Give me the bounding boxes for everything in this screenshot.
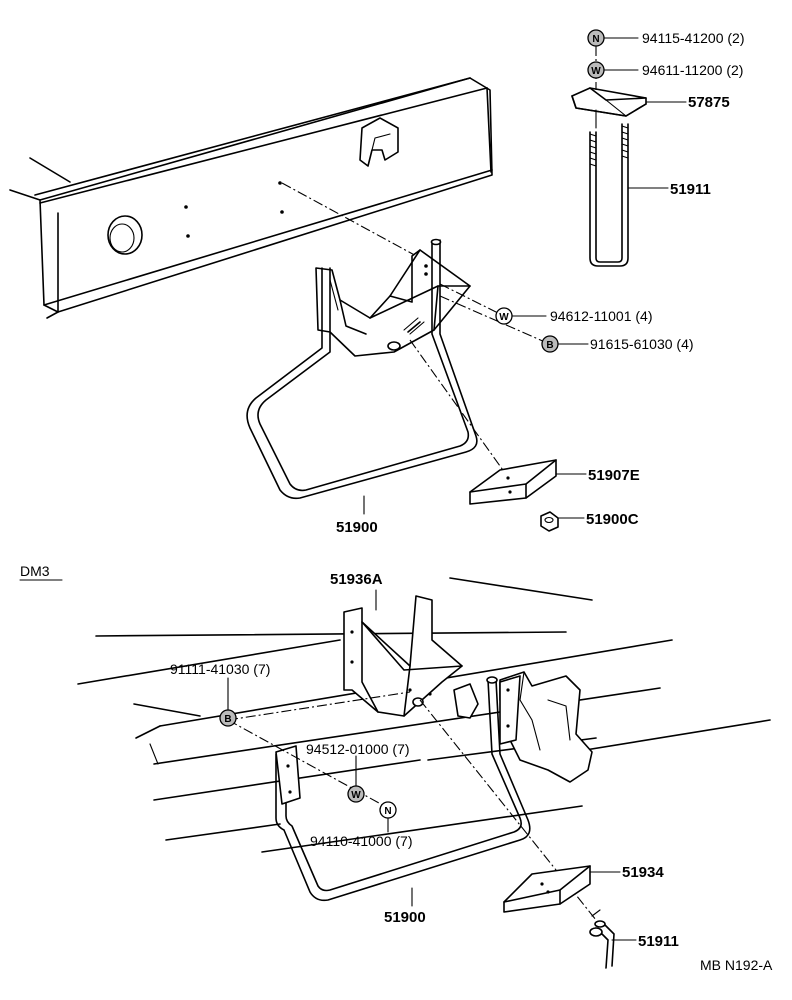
svg-text:B: B [546,340,553,351]
frame-bracket-right [453,671,593,783]
symbol-nut-top: N [587,29,605,47]
label-91615-61030: 91615-61030 (4) [590,336,694,352]
nut-cap-51900c [540,511,559,532]
label-57875: 57875 [688,94,730,111]
label-51900-dm3: 51900 [384,909,426,926]
top-assembly: N W W B 94115-41200 (2) 94611-11200 (2) … [9,29,744,536]
step-bracket-top [315,249,471,357]
symbol-washer-top: W [587,61,605,79]
step-tube-top [246,238,478,500]
symbol-washer-dm3: W [347,785,365,803]
label-94612-11001: 94612-11001 (4) [550,308,652,324]
bracket-51936a [343,595,463,717]
leader-lines-top [363,37,687,519]
label-94115-41200: 94115-41200 (2) [642,30,744,46]
label-91111-41030: 91111-41030 (7) [170,661,270,677]
dm3-assembly: DM3 [19,563,771,969]
label-94611-11200: 94611-11200 (2) [642,62,743,78]
label-51934: 51934 [622,864,664,881]
section-label-dm3: DM3 [20,563,50,579]
symbol-bolt-dm3: B [219,709,237,727]
label-51907e: 51907E [588,467,640,484]
plate-51907e [469,459,557,505]
svg-text:N: N [592,34,599,45]
label-51911-dm3: 51911 [638,933,679,950]
label-51936a: 51936A [330,571,383,588]
label-51911-top: 51911 [670,181,711,198]
svg-text:W: W [499,312,509,323]
label-51900-top: 51900 [336,519,378,536]
leader-lines-dm3 [227,589,637,941]
label-94512-01000: 94512-01000 (7) [306,741,410,757]
plate-51934 [503,865,591,913]
label-51900c: 51900C [586,511,639,528]
symbol-washer-mid: W [495,307,513,325]
symbol-nut-dm3: N [379,801,397,819]
frame-rail [9,77,493,319]
svg-text:W: W [351,790,361,801]
label-94110-41000: 94110-41000 (7) [310,833,412,849]
drawing-code: MB N192-A [700,957,773,973]
svg-text:N: N [384,806,391,817]
svg-text:W: W [591,66,601,77]
u-bolt-assembly-top [571,46,647,267]
svg-text:B: B [224,714,231,725]
step-tube-dm3 [275,675,531,902]
symbol-bolt-mid: B [541,335,559,353]
bolt-51911-dm3 [589,909,615,969]
